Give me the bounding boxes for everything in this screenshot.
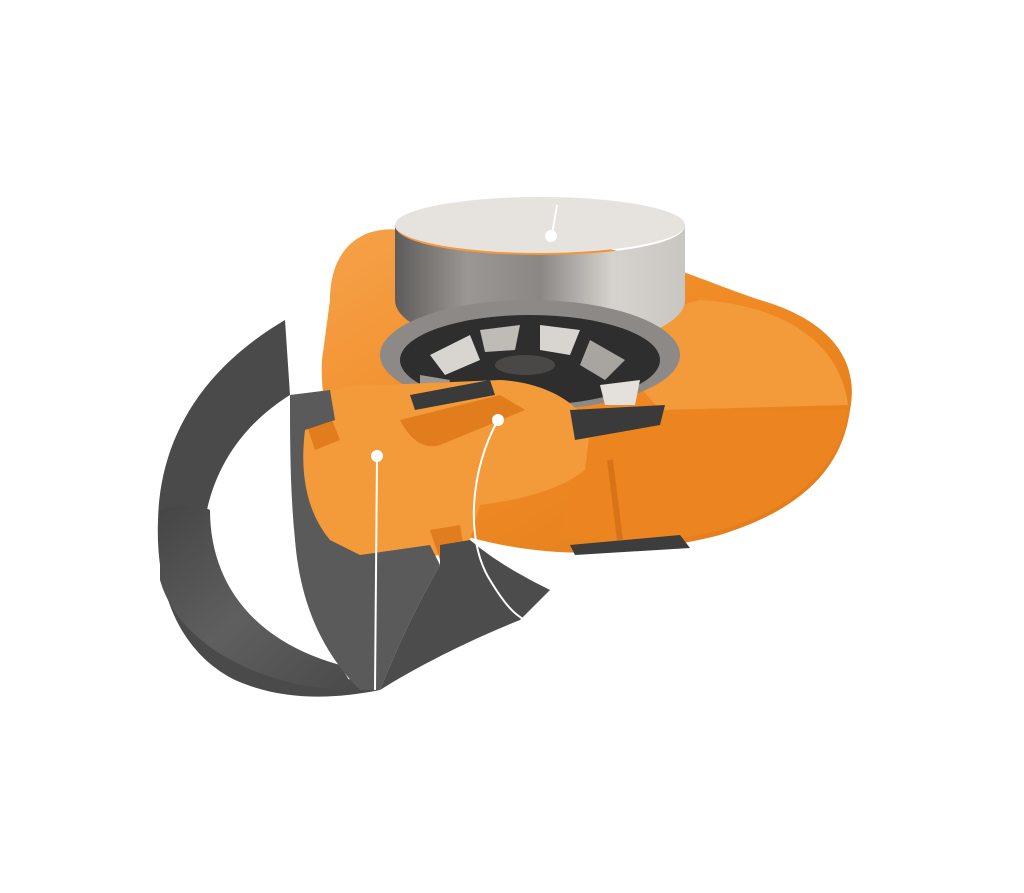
callout-driver [545, 204, 558, 242]
eartip-cut-face [160, 506, 355, 690]
driver-internals [420, 325, 640, 405]
callout-sound-tube [472, 414, 526, 621]
housing-vent-slot [570, 535, 690, 555]
sound-tube-channel [400, 395, 525, 447]
callout-eartip [371, 450, 383, 691]
housing-inner-surface [560, 410, 848, 542]
driver-top-rim [395, 197, 685, 253]
driver-mount-seal [410, 380, 495, 410]
nozzle-body [300, 380, 590, 564]
eartip-flange-right [380, 540, 550, 690]
housing-rib [607, 459, 623, 541]
eartip-inner-sleeve [290, 390, 440, 690]
driver-mount-seal-right [570, 405, 665, 440]
